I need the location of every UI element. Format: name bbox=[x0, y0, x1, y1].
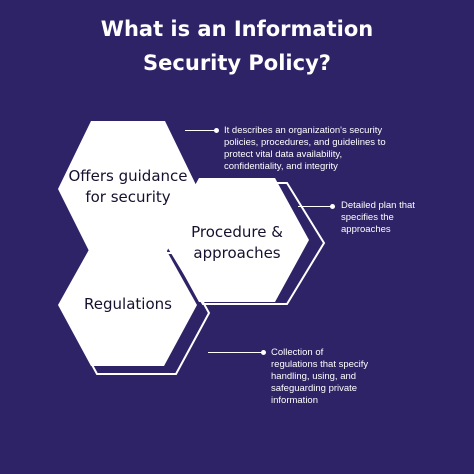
hexagon-guidance-label-line-1: Offers guidance bbox=[68, 167, 188, 185]
hexagon-procedure-label-line-2: approaches bbox=[193, 244, 281, 262]
hexagon-procedure-label-line-1: Procedure & bbox=[191, 223, 283, 241]
hexagon-regulations-label: Regulations bbox=[68, 294, 188, 315]
description-3-line: regulations that specify bbox=[271, 359, 369, 370]
hexagon-regulations bbox=[58, 246, 197, 366]
description-1-line: policies, procedures, and guidelines to bbox=[224, 137, 386, 148]
description-3-line: information bbox=[271, 395, 318, 406]
description-2: Detailed plan that specifies the approac… bbox=[341, 200, 415, 236]
title-line-1: What is an Information bbox=[100, 17, 374, 41]
hexagon-guidance-label-line-2: for security bbox=[85, 188, 171, 206]
hexagon-procedure-label: Procedure & approaches bbox=[177, 222, 297, 264]
description-1-line: confidentiality, and integrity bbox=[224, 161, 338, 172]
description-2-leader bbox=[298, 206, 331, 207]
description-1: It describes an organization's security … bbox=[224, 125, 386, 173]
hexagon-guidance bbox=[58, 121, 198, 255]
description-2-line: approaches bbox=[341, 224, 391, 235]
title-line-2: Security Policy? bbox=[143, 51, 331, 75]
description-3: Collection of regulations that specify h… bbox=[271, 347, 368, 407]
description-3-bullet bbox=[261, 350, 266, 355]
description-1-bullet bbox=[214, 128, 219, 133]
hexagon-guidance-label: Offers guidance for security bbox=[68, 166, 188, 208]
description-3-line: Collection of bbox=[271, 347, 324, 358]
description-3-line: safeguarding private bbox=[271, 383, 358, 394]
hexagon-procedure bbox=[165, 178, 309, 302]
description-2-line: specifies the bbox=[341, 212, 394, 223]
description-3-line: handling, using, and bbox=[271, 371, 357, 382]
description-2-line: Detailed plan that bbox=[341, 200, 415, 211]
hexagon-regulations-label-line-1: Regulations bbox=[84, 295, 172, 313]
description-1-leader bbox=[185, 130, 215, 131]
description-1-line: protect vital data availability, bbox=[224, 149, 343, 160]
description-2-bullet bbox=[330, 204, 335, 209]
description-3-leader bbox=[208, 352, 262, 353]
description-1-line: It describes an organization's security bbox=[224, 125, 383, 136]
page-title: What is an Information Security Policy? bbox=[0, 12, 474, 80]
